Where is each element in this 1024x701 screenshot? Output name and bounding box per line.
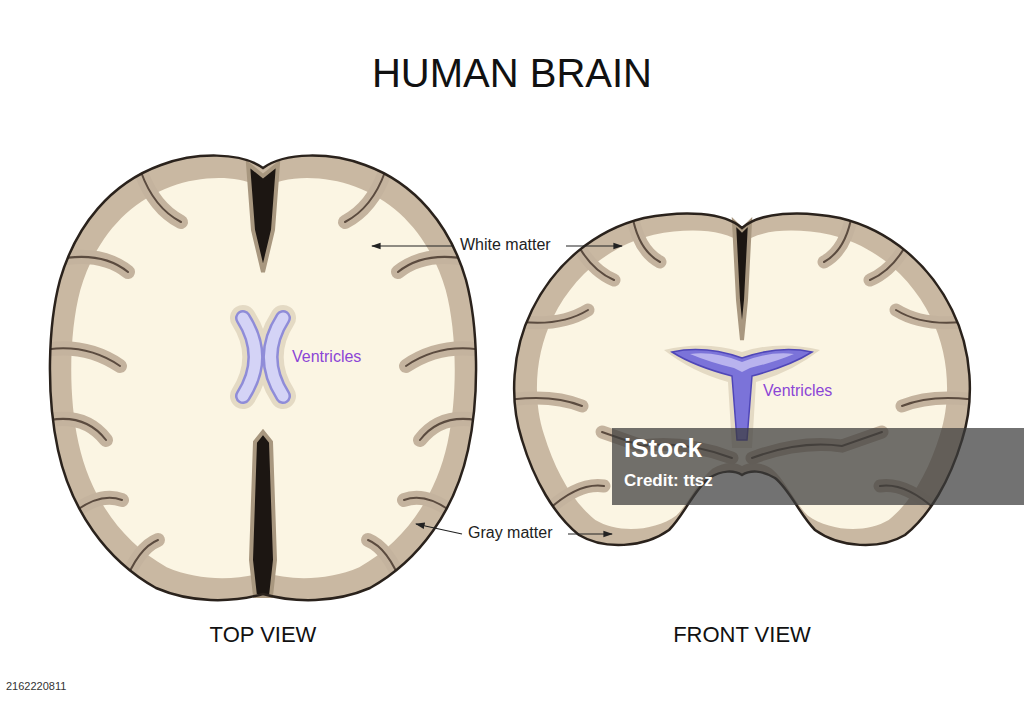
watermark-band: [612, 428, 1024, 505]
part-label: White matter: [460, 236, 551, 254]
watermark: iStock: [624, 434, 702, 464]
part-label: Gray matter: [468, 524, 552, 542]
view-caption: FRONT VIEW: [673, 622, 811, 647]
watermark: Credit: ttsz: [624, 471, 713, 491]
longitudinal-fissure: [734, 222, 750, 340]
longitudinal-fissure: [251, 432, 275, 596]
leader-line: [566, 245, 622, 246]
view-caption: TOP VIEW: [210, 622, 317, 647]
top-view-brain: [44, 156, 482, 601]
longitudinal-fissure: [248, 164, 278, 272]
ventricles-shape: [690, 353, 794, 372]
leader-lines: [372, 246, 622, 534]
part-label: Ventricles: [763, 382, 832, 400]
leader-line: [568, 533, 612, 534]
part-label: Ventricles: [292, 348, 361, 366]
leader-line: [416, 524, 462, 534]
image-id: 2162220811: [6, 680, 66, 693]
gray-matter: [50, 156, 476, 601]
ventricles-shape: [243, 318, 283, 396]
diagram-title: HUMAN BRAIN: [372, 50, 652, 96]
leader-line: [372, 245, 454, 246]
brain-outline: [50, 156, 476, 601]
